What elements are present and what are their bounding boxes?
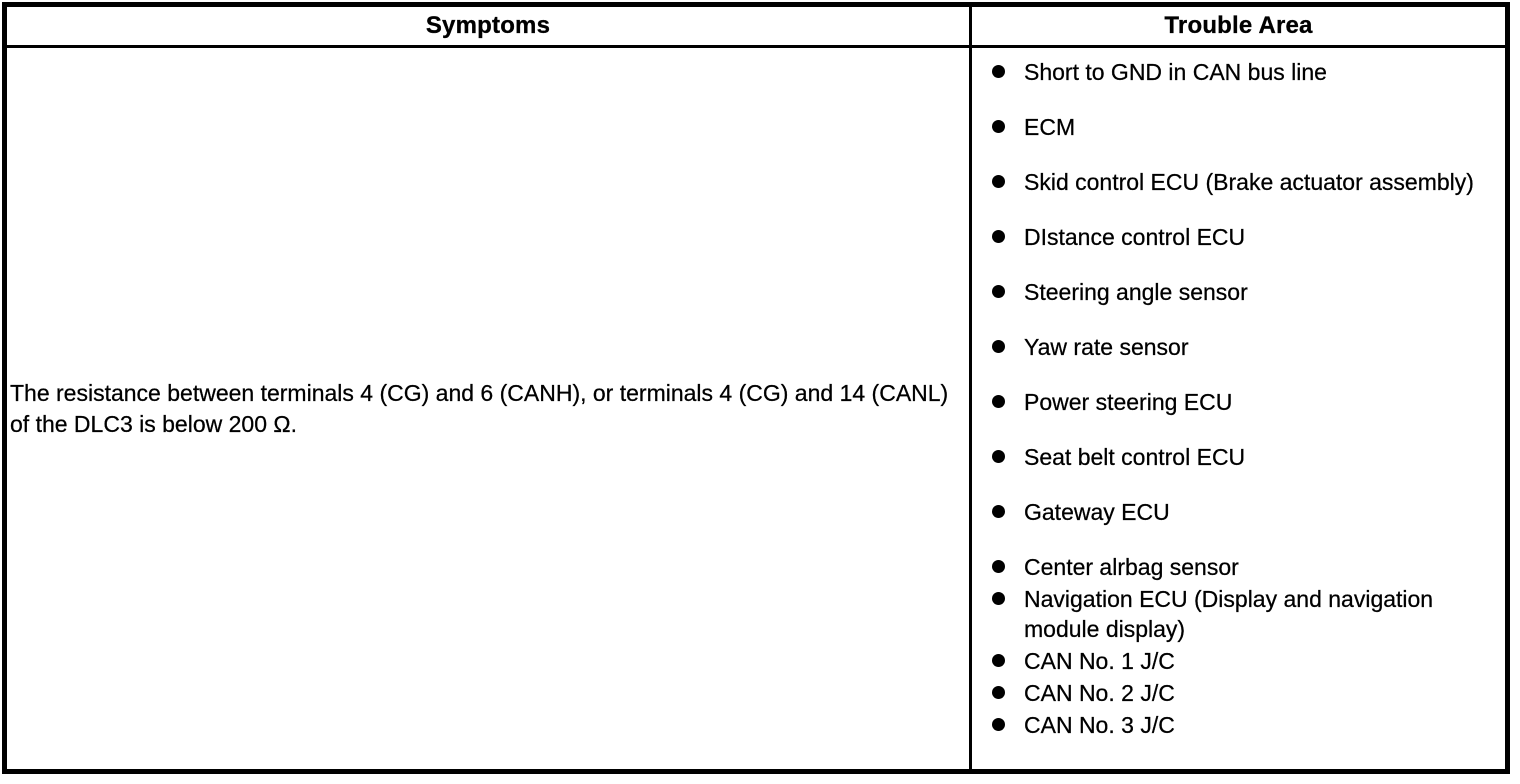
symptoms-column-header: Symptoms [4, 4, 972, 48]
trouble-area-item: Skid control ECU (Brake actuator assembl… [992, 167, 1497, 197]
diagnostic-table: Symptoms Trouble Area The resistance bet… [2, 2, 1510, 774]
bullet-icon [992, 230, 1005, 243]
bullet-icon [992, 65, 1005, 78]
trouble-area-item: Yaw rate sensor [992, 332, 1497, 362]
trouble-area-item-label: Skid control ECU (Brake actuator assembl… [1024, 169, 1474, 195]
table-header-row: Symptoms Trouble Area [4, 4, 1508, 48]
trouble-area-item: Power steering ECU [992, 387, 1497, 417]
trouble-area-item-label: CAN No. 1 J/C [1024, 648, 1175, 674]
trouble-area-item: Gateway ECU [992, 497, 1497, 527]
symptoms-cell: The resistance between terminals 4 (CG) … [4, 46, 972, 772]
trouble-area-item: DIstance control ECU [992, 222, 1497, 252]
trouble-area-item-label: Short to GND in CAN bus line [1024, 59, 1327, 85]
trouble-area-item: Short to GND in CAN bus line [992, 57, 1497, 87]
trouble-area-item: Seat belt control ECU [992, 442, 1497, 472]
trouble-area-item-label: Navigation ECU (Display and navigation m… [1024, 586, 1434, 642]
trouble-area-item-label: ECM [1024, 114, 1076, 140]
trouble-area-item: Center alrbag sensor [992, 552, 1497, 582]
trouble-area-item-label: DIstance control ECU [1024, 224, 1246, 250]
trouble-area-item-label: Steering angle sensor [1024, 279, 1248, 305]
trouble-area-item-label: Yaw rate sensor [1024, 334, 1189, 360]
trouble-area-item-label: Gateway ECU [1024, 499, 1170, 525]
trouble-area-item: CAN No. 3 J/C [992, 710, 1497, 740]
trouble-area-item: ECM [992, 112, 1497, 142]
bullet-icon [992, 686, 1005, 699]
trouble-area-item: CAN No. 1 J/C [992, 646, 1497, 676]
trouble-area-column-header: Trouble Area [970, 4, 1508, 48]
trouble-area-item-label: CAN No. 2 J/C [1024, 680, 1175, 706]
trouble-area-item-label: CAN No. 3 J/C [1024, 712, 1175, 738]
trouble-area-item: Navigation ECU (Display and navigation m… [992, 584, 1497, 644]
bullet-icon [992, 120, 1005, 133]
bullet-icon [992, 560, 1005, 573]
table-row: The resistance between terminals 4 (CG) … [4, 46, 1508, 772]
bullet-icon [992, 718, 1005, 731]
bullet-icon [992, 450, 1005, 463]
trouble-area-item: Steering angle sensor [992, 277, 1497, 307]
bullet-icon [992, 654, 1005, 667]
trouble-area-item-label: Center alrbag sensor [1024, 554, 1239, 580]
trouble-area-item-label: Power steering ECU [1024, 389, 1233, 415]
bullet-icon [992, 340, 1005, 353]
bullet-icon [992, 285, 1005, 298]
bullet-icon [992, 395, 1005, 408]
symptom-text: The resistance between terminals 4 (CG) … [10, 379, 949, 437]
bullet-icon [992, 592, 1005, 605]
bullet-icon [992, 175, 1005, 188]
trouble-area-item-label: Seat belt control ECU [1024, 444, 1246, 470]
bullet-icon [992, 505, 1005, 518]
trouble-area-item: CAN No. 2 J/C [992, 678, 1497, 708]
